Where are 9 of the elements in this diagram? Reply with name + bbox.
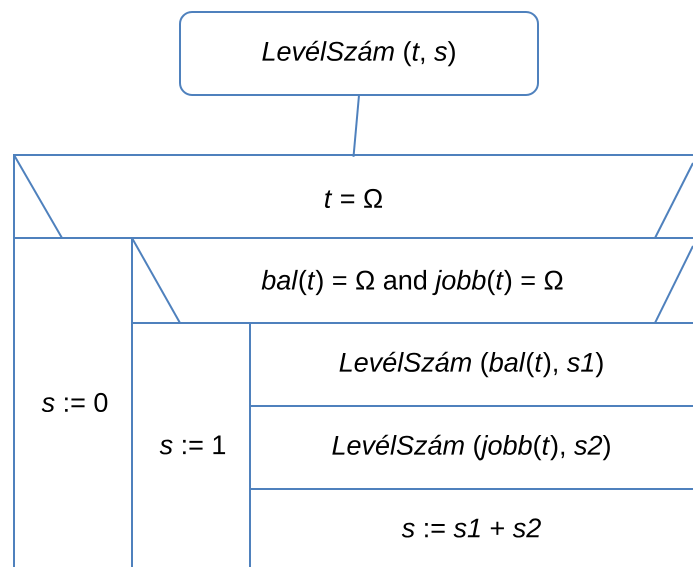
statement-cell: LevélSzám (bal(t), s1): [249, 322, 693, 407]
condition-band: bal(t) = Ω and jobb(t) = Ω: [131, 237, 693, 324]
statement-cell: s := 1: [131, 322, 251, 567]
condition-band: t = Ω: [13, 154, 693, 239]
statement-cell: LevélSzám (jobb(t), s2): [249, 404, 693, 490]
connector-line: [352, 95, 360, 157]
function-header-box: LevélSzám (t, s): [179, 11, 539, 96]
statement-cell: s := s1 + s2: [249, 488, 693, 567]
statement-cell: s := 0: [13, 237, 133, 567]
